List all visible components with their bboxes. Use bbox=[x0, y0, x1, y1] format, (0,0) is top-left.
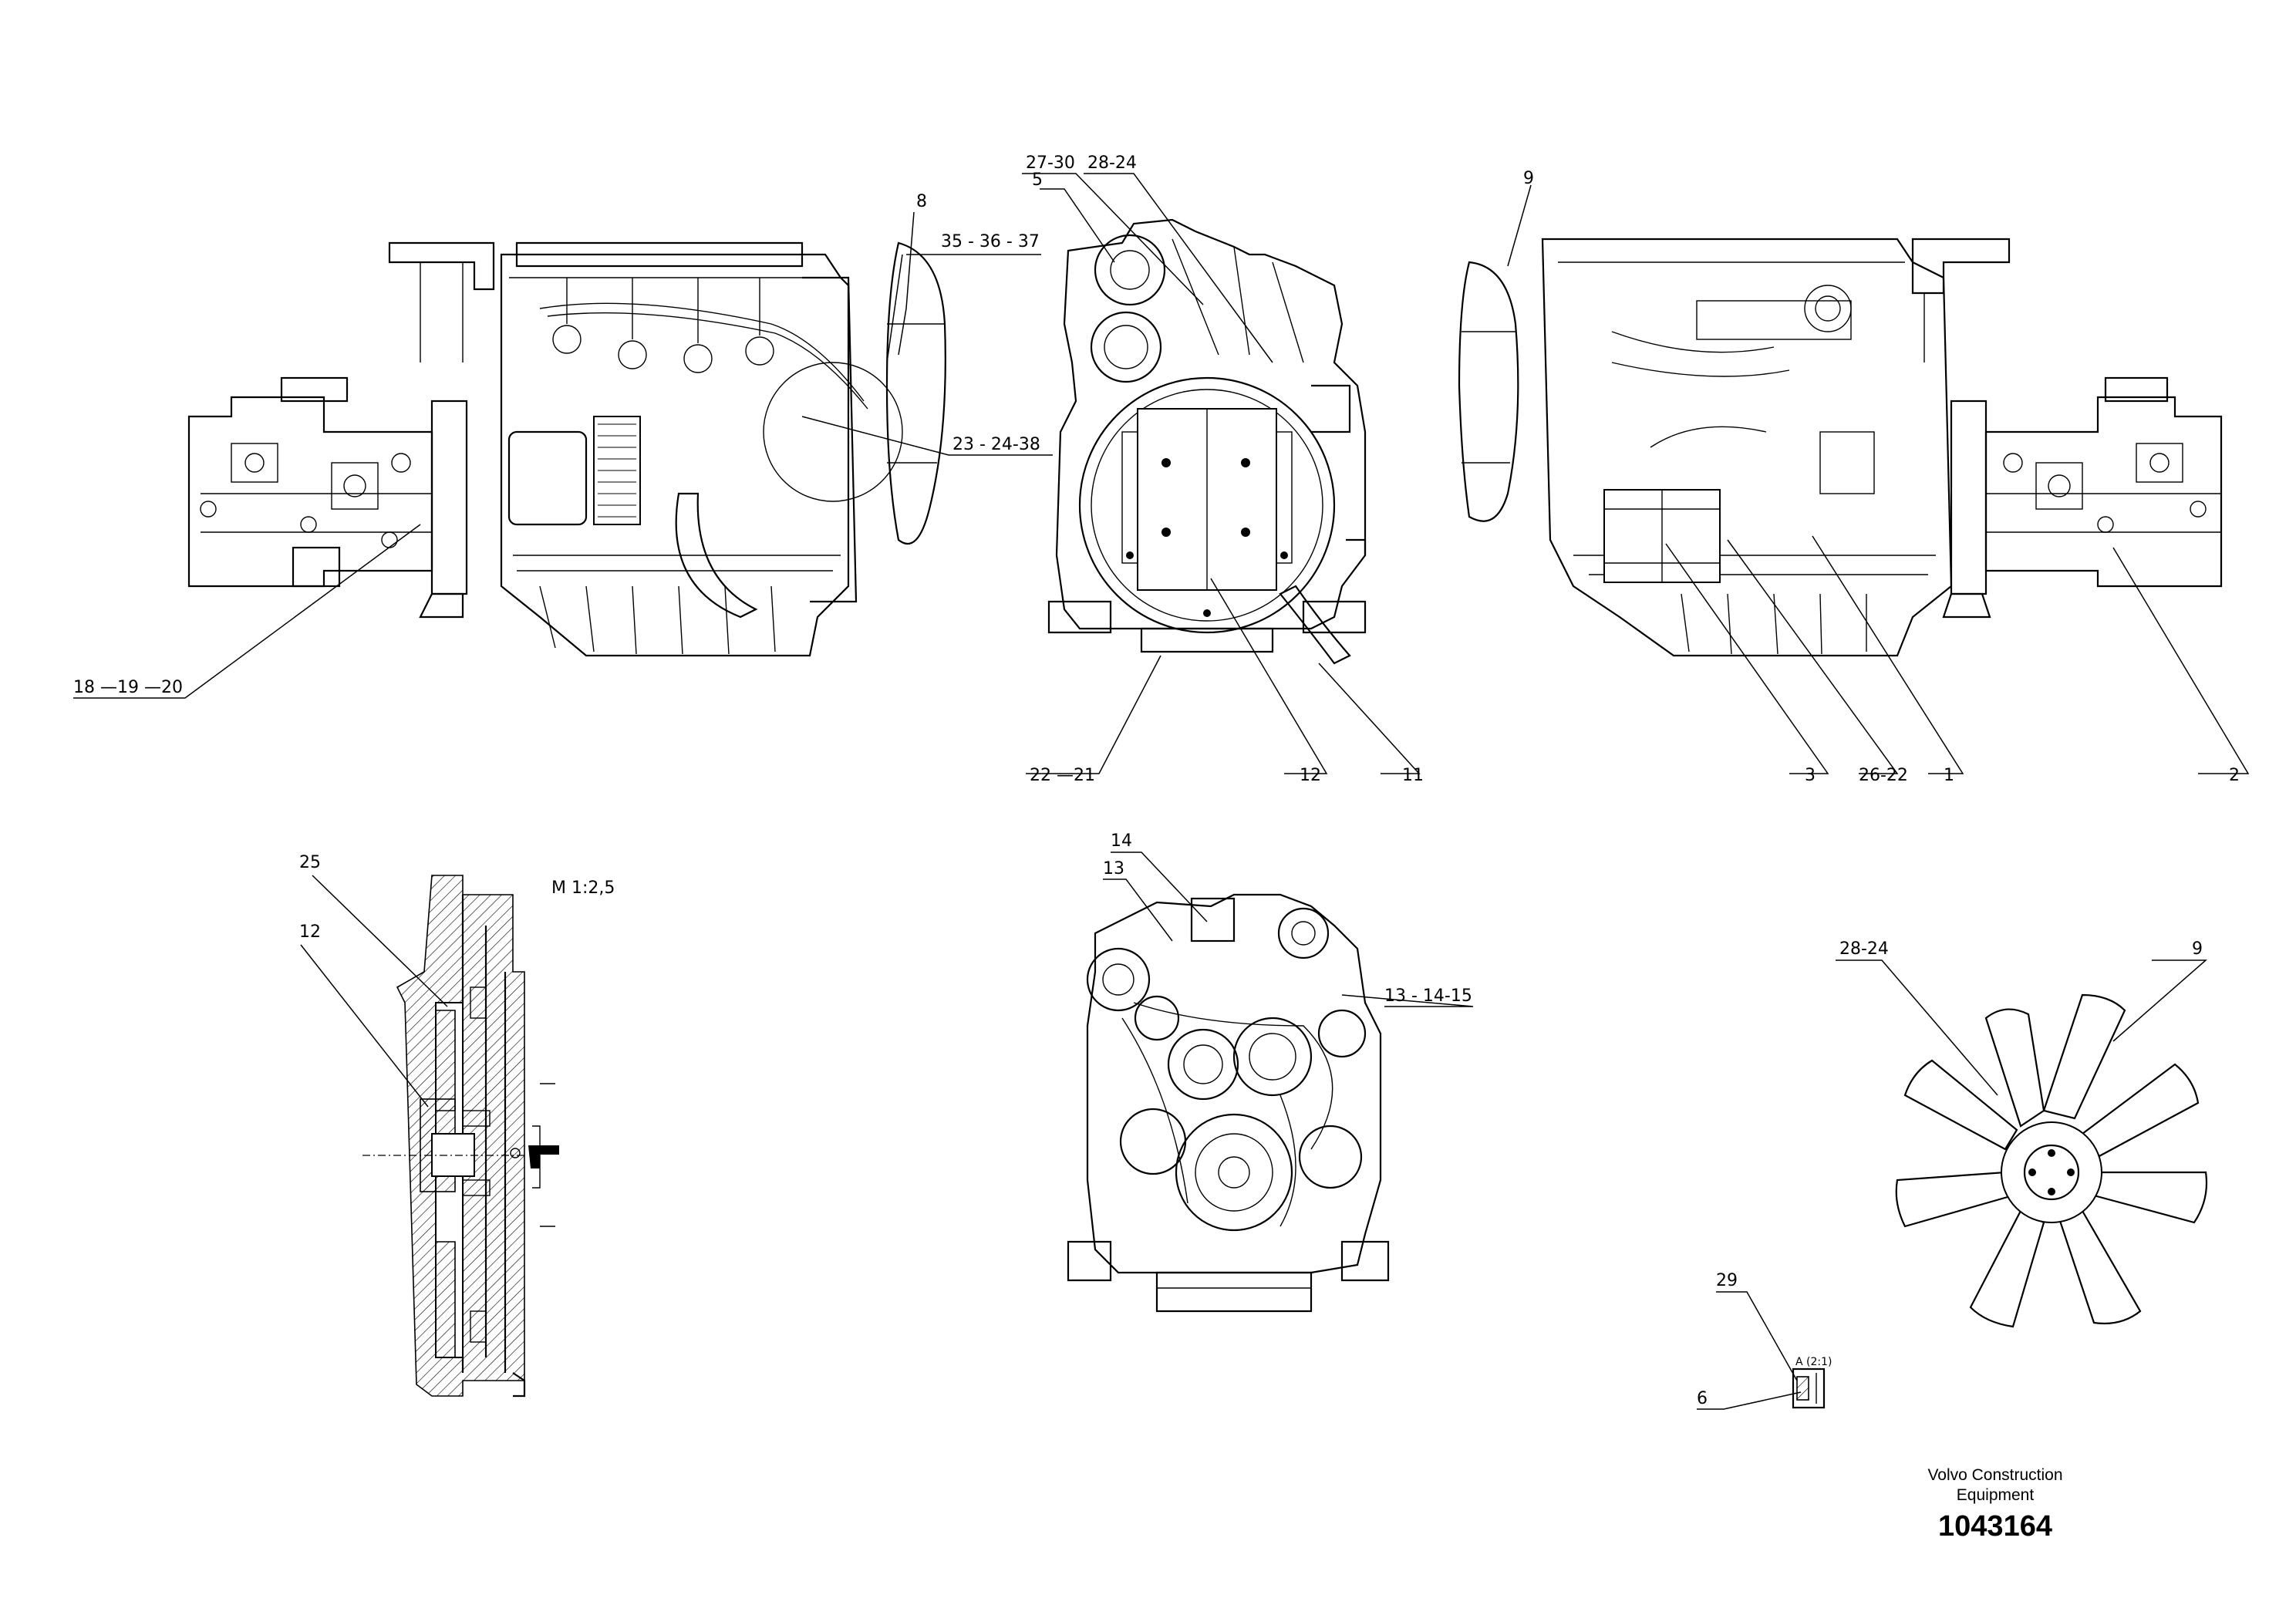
callout-35-36-37: 35 - 36 - 37 bbox=[941, 232, 1040, 251]
callout-2: 2 bbox=[2229, 766, 2240, 785]
callout-12-top: 12 bbox=[1300, 766, 1321, 785]
callout-13: 13 bbox=[1103, 859, 1124, 878]
cooling-fan-view bbox=[1895, 993, 2208, 1328]
callout-9-fan: 9 bbox=[2192, 939, 2203, 959]
coupling-section-view bbox=[362, 875, 559, 1398]
title-block: Volvo Construction Equipment 1043164 bbox=[1903, 1465, 2088, 1543]
callout-26-22: 26-22 bbox=[1859, 766, 1908, 785]
company-line-1: Volvo Construction bbox=[1927, 1466, 2063, 1484]
callout-8: 8 bbox=[916, 192, 927, 211]
engine-rear-view bbox=[1047, 218, 1367, 665]
callout-28-24-top: 28-24 bbox=[1087, 153, 1137, 173]
callout-18-19-20: 18 —19 —20 bbox=[73, 678, 183, 697]
callout-11: 11 bbox=[1402, 766, 1424, 785]
company-line-2: Equipment bbox=[1956, 1486, 2035, 1504]
callout-28-24-fan: 28-24 bbox=[1839, 939, 1889, 959]
callout-9-top: 9 bbox=[1523, 169, 1534, 188]
callout-5: 5 bbox=[1032, 170, 1043, 190]
callout-1: 1 bbox=[1944, 766, 1954, 785]
company-name: Volvo Construction Equipment bbox=[1903, 1465, 2088, 1506]
callout-3: 3 bbox=[1805, 766, 1816, 785]
callout-13-14-15: 13 - 14-15 bbox=[1384, 986, 1472, 1006]
callout-labels: 27-30 28-24 5 8 35 - 36 - 37 23 - 24-38 … bbox=[73, 153, 2240, 1408]
scale-note: M 1:2,5 bbox=[551, 878, 615, 898]
detail-a-label: A (2:1) bbox=[1795, 1356, 1832, 1368]
callout-22-21: 22 —21 bbox=[1030, 766, 1095, 785]
engine-right-side-view bbox=[1458, 238, 2223, 657]
callout-27-30: 27-30 bbox=[1026, 153, 1075, 173]
document-number: 1043164 bbox=[1938, 1510, 2052, 1543]
engine-front-belt-view bbox=[1067, 893, 1390, 1313]
callout-29: 29 bbox=[1716, 1271, 1738, 1290]
leader-lines bbox=[73, 173, 2250, 1410]
engine-left-side-view bbox=[187, 241, 946, 657]
callout-12-section: 12 bbox=[299, 922, 321, 942]
callout-25: 25 bbox=[299, 853, 321, 872]
callout-6: 6 bbox=[1697, 1389, 1708, 1408]
callout-14: 14 bbox=[1111, 831, 1132, 851]
callout-23-24-38: 23 - 24-38 bbox=[952, 435, 1040, 454]
detail-a-view: A (2:1) bbox=[1792, 1356, 1832, 1409]
